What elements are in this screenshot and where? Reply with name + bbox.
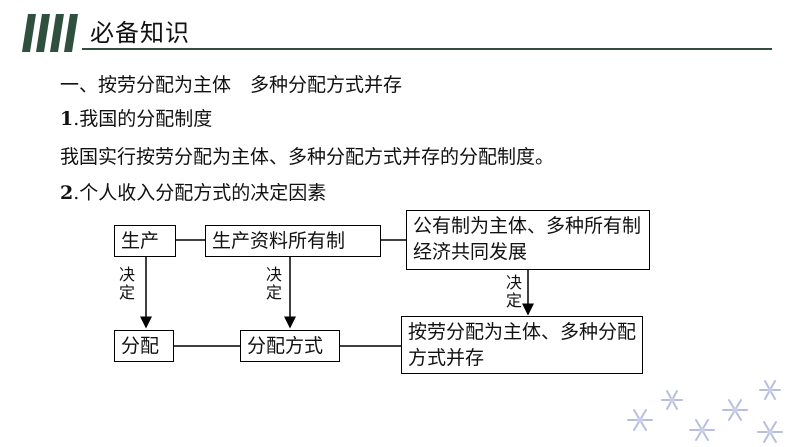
header-underline [82, 48, 772, 50]
section-heading: 一、按劳分配为主体 多种分配方式并存 [60, 74, 403, 96]
item2-number: 2 [60, 182, 74, 204]
item2-title: 2.个人收入分配方式的决定因素 [60, 180, 326, 206]
snowflake-decoration-icon [627, 380, 783, 443]
page-title: 必备知识 [90, 19, 190, 47]
box-labor-distribution: 按劳分配为主体、多种分配方式并存 [401, 316, 643, 374]
item2-title-text: .个人收入分配方式的决定因素 [73, 182, 327, 204]
box-ownership: 生产资料所有制 [205, 225, 381, 257]
header-stripes-icon [22, 14, 78, 52]
item1-number: 1 [60, 108, 74, 130]
label-decide-1: 决定 [118, 265, 135, 302]
label-decide-3: 决定 [505, 273, 522, 310]
box-distribution-mode: 分配方式 [240, 330, 340, 362]
section-header: 必备知识 [0, 0, 794, 60]
box-distribution: 分配 [114, 330, 174, 362]
box-production: 生产 [114, 225, 176, 257]
label-decide-2: 决定 [265, 265, 282, 302]
item1-title-text: .我国的分配制度 [73, 108, 213, 130]
item1-title: 1.我国的分配制度 [60, 106, 212, 132]
item1-body: 我国实行按劳分配为主体、多种分配方式并存的分配制度。 [60, 146, 555, 168]
box-public-ownership: 公有制为主体、多种所有制经济共同发展 [406, 210, 650, 270]
